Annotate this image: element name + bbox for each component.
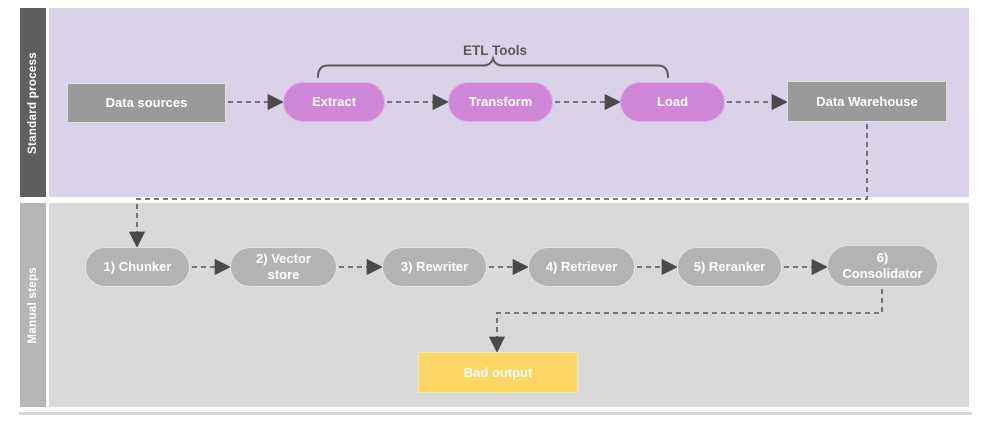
lane-bar-standard-process: Standard process <box>20 8 46 197</box>
node-data-sources-label: Data sources <box>105 95 188 111</box>
node-rewriter: 3) Rewriter <box>382 247 487 287</box>
connector-data-warehouse-chunker <box>128 124 868 248</box>
node-vector-store: 2) Vector store <box>230 247 337 287</box>
node-transform-label: Transform <box>468 94 533 110</box>
node-data-warehouse: Data Warehouse <box>787 81 947 122</box>
node-bad-output: Bad output <box>418 352 578 393</box>
node-extract-label: Extract <box>311 94 357 110</box>
node-bad-output-label: Bad output <box>463 364 533 380</box>
node-transform: Transform <box>448 82 553 122</box>
node-data-warehouse-label: Data Warehouse <box>816 93 918 109</box>
node-load: Load <box>620 82 725 122</box>
lane-bar-manual-steps: Manual steps <box>20 203 46 407</box>
page-divider <box>19 412 972 415</box>
etl-tools-group-label: ETL Tools <box>463 43 527 58</box>
connector-consolidator-bad-output <box>488 289 883 353</box>
node-retriever-label: 4) Retriever <box>545 259 618 275</box>
node-consolidator-label: 6) Consolidator <box>842 250 923 281</box>
node-rewriter-label: 3) Rewriter <box>400 259 469 275</box>
node-chunker-label: 1) Chunker <box>103 259 172 275</box>
node-vector-store-label: 2) Vector store <box>256 251 311 282</box>
node-load-label: Load <box>656 94 689 110</box>
node-consolidator: 6) Consolidator <box>827 245 938 287</box>
node-retriever: 4) Retriever <box>528 247 635 287</box>
node-data-sources: Data sources <box>67 83 226 123</box>
etl-tools-brace <box>317 54 669 78</box>
node-extract: Extract <box>283 82 385 122</box>
node-reranker: 5) Reranker <box>677 247 782 287</box>
node-reranker-label: 5) Reranker <box>693 259 766 275</box>
node-chunker: 1) Chunker <box>85 247 190 287</box>
